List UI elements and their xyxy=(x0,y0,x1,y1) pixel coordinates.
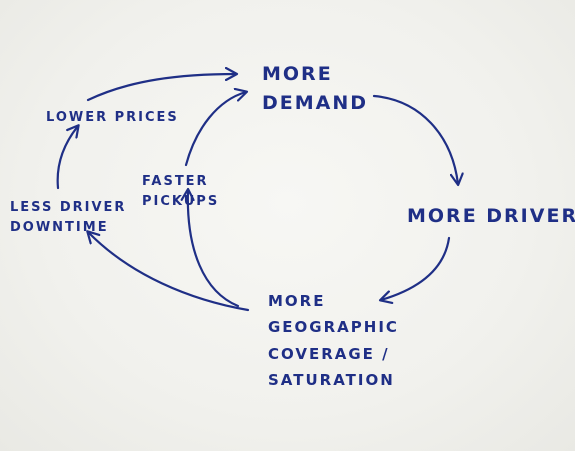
node-lower-prices-line-1: LOWER PRICES xyxy=(46,110,179,125)
node-more-drivers-line-1: MORE DRIVERS xyxy=(407,205,575,227)
node-coverage-line-1: MORE xyxy=(268,292,326,310)
arrow-demand-to-drivers xyxy=(372,94,458,184)
node-lower-prices: LOWER PRICES xyxy=(46,108,179,128)
arrow-drivers-to-coverage xyxy=(381,236,451,300)
node-more-demand-line-2: DEMAND xyxy=(262,92,369,115)
node-faster-pickups-line-2: PICKUPS xyxy=(142,194,220,210)
node-downtime-line-1: LESS DRIVER xyxy=(10,200,127,215)
arrow-prices-to-demand xyxy=(86,74,236,102)
arrow-coverage-to-downtime xyxy=(88,232,250,312)
node-coverage-line-4: SATURATION xyxy=(268,370,395,389)
node-coverage-line-3: COVERAGE / xyxy=(268,344,390,363)
node-geographic-coverage: MORE GEOGRAPHIC COVERAGE / SATURATION xyxy=(268,288,399,393)
node-more-drivers: MORE DRIVERS xyxy=(407,202,575,231)
arrow-pickups-to-demand xyxy=(184,92,246,167)
node-coverage-line-2: GEOGRAPHIC xyxy=(268,318,399,337)
node-downtime-line-2: DOWNTIME xyxy=(10,220,109,236)
node-faster-pickups: FASTER PICKUPS xyxy=(142,172,219,212)
arrow-downtime-to-prices xyxy=(56,126,78,190)
arrow-coverage-to-pickups xyxy=(188,190,240,308)
node-more-demand: MORE DEMAND xyxy=(262,60,368,119)
node-more-demand-line-1: MORE xyxy=(262,63,333,85)
node-less-driver-downtime: LESS DRIVER DOWNTIME xyxy=(10,198,126,238)
node-faster-pickups-line-1: FASTER xyxy=(142,174,209,189)
